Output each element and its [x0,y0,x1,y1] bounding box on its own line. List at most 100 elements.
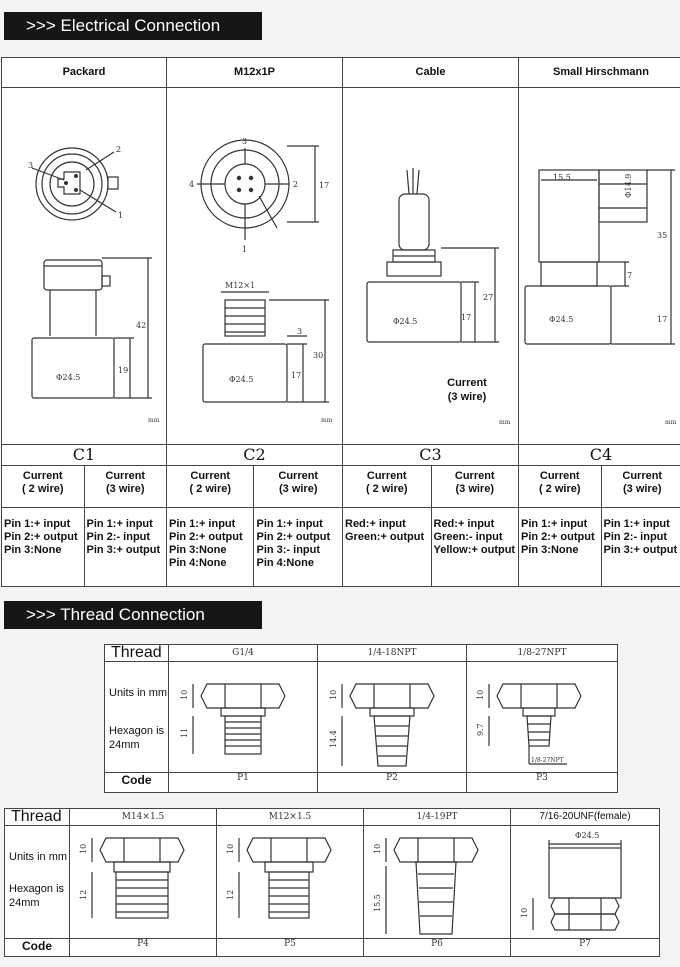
column-header-cable: Cable [342,57,519,88]
base-dimension: 17 [461,313,471,322]
c1-pins-2wire: Pin 1:+ input Pin 2:+ output Pin 3:None [1,507,85,587]
height-dimension: 35 [657,231,667,240]
units-hexagon-note: Units in mm Hexagon is 24mm [4,825,70,939]
fitting-drawing-p2: 10 14.4 [317,661,467,773]
diameter-dimension: Φ24.5 [56,373,80,382]
thread-label: Thread [4,808,70,826]
hex-height-dimension: 10 [476,690,485,700]
c3-current-3wire: Current (3 wire) [430,465,519,508]
hex-height-dimension: 10 [373,844,382,854]
thread-dimension: M12×1 [225,281,255,290]
hex-height-dimension: 10 [520,908,529,918]
fitting-drawing-p1: 10 11 [168,661,318,773]
code-p3: P3 [466,772,618,793]
height-dimension: 30 [313,351,323,360]
packard-connector-drawing: 3 2 1 42 19 Φ24.5 mm [1,87,167,445]
pin-2-label: 2 [293,180,298,189]
height-dimension: 42 [136,321,146,330]
pin-3-label: 3 [242,137,247,146]
column-header-small-hirschmann: Small Hirschmann [518,57,680,88]
thread-name-p2: 1/4-18NPT [317,644,467,662]
thread-length-dimension: 12 [79,890,88,900]
thread-name-p6: 1/4-19PT [363,808,511,826]
pin-4-label: 4 [189,180,194,189]
hex-height-dimension: 10 [79,844,88,854]
body-width-dimension: 15.5 [553,173,571,182]
base-dimension: 17 [657,315,667,324]
c2-current-2wire: Current ( 2 wire) [165,465,255,508]
unit-label: mm [148,417,160,424]
c2-current-3wire: Current (3 wire) [253,465,343,508]
column-header-m12x1p: M12x1P [166,57,343,88]
hex-height-dimension: 10 [329,690,338,700]
c1-current-3wire: Current (3 wire) [83,465,167,508]
diameter-dimension: Φ24.5 [393,317,417,326]
diameter-dimension: Φ24.5 [575,831,599,840]
units-label: Units in mm [109,687,168,699]
fitting-drawing-p5: 10 12 [216,825,364,939]
c2-pins-2wire: Pin 1:+ input Pin 2:+ output Pin 3:None … [165,507,255,587]
thread-name-p3: 1/8-27NPT [466,644,618,662]
thread-length-dimension: 14.4 [329,730,338,748]
neck-dimension: 7 [627,271,632,280]
thread-name-p4: M14×1.5 [69,808,217,826]
thread-name-p5: M12×1.5 [216,808,364,826]
hex-height-dimension: 10 [226,844,235,854]
thread-length-dimension: 9.7 [476,723,485,736]
plug-diameter-dimension: Φ14.9 [624,174,633,198]
pin-1-label: 1 [242,245,247,254]
hirschmann-connector-drawing: 15.5 Φ14.9 35 7 17 Φ24.5 mm [518,87,680,445]
fitting-drawing-p6: 10 15.5 [363,825,511,939]
electrical-connection-banner: >>> Electrical Connection [4,12,262,40]
pin-3-label: 3 [28,161,33,170]
code-p4: P4 [69,938,217,957]
gap-dimension: 3 [297,327,302,336]
thread-length-dimension: 15.5 [373,894,382,912]
m12x1p-connector-drawing: 3 4 2 1 17 M12×1 3 30 17 Φ24.5 mm [166,87,343,445]
diameter-dimension: Φ24.5 [229,375,253,384]
hex-height-dimension: 10 [180,690,189,700]
c3-current-2wire: Current ( 2 wire) [342,465,432,508]
units-label: Units in mm [9,851,68,863]
thread-table-2: Thread M14×1.5 M12×1.5 1/4-19PT 7/16-20U… [4,808,660,957]
base-dimension: 19 [118,366,128,375]
code-p1: P1 [168,772,318,793]
c3-pins-2wire: Red:+ input Green:+ output [342,507,432,587]
pin-1-label: 1 [118,211,123,220]
c1-current-2wire: Current ( 2 wire) [1,465,85,508]
thread-name-p7: 7/16-20UNF(female) [510,808,660,826]
pin-2-label: 2 [116,145,121,154]
diameter-dimension: Φ24.5 [549,315,573,324]
thread-name-p1: G1/4 [168,644,318,662]
hexagon-label: Hexagon is 24mm [9,883,65,909]
cable-connector-drawing: 27 17 Φ24.5 mm Current (3 wire) [342,87,519,445]
base-dimension: 17 [291,371,301,380]
c3-pins-3wire: Red:+ input Green:- input Yellow:+ outpu… [430,507,519,587]
code-label: Code [104,772,169,793]
code-p7: P7 [510,938,660,957]
fitting-drawing-p7: Φ24.5 10 [510,825,660,939]
face-dimension: 17 [319,181,329,190]
code-p6: P6 [363,938,511,957]
c4-pins-2wire: Pin 1:+ input Pin 2:+ output Pin 3:None [518,507,602,587]
hexagon-label: Hexagon is 24mm [109,725,165,751]
unit-label: mm [499,419,511,426]
code-c2: C2 [166,444,343,466]
code-c3: C3 [342,444,519,466]
code-c4: C4 [518,444,680,466]
column-header-packard: Packard [1,57,167,88]
c4-current-2wire: Current ( 2 wire) [518,465,602,508]
units-hexagon-note: Units in mm Hexagon is 24mm [104,661,169,773]
code-p5: P5 [216,938,364,957]
electrical-connection-table: Packard M12x1P Cable Small Hirschmann [1,57,680,587]
thread-label: Thread [104,644,169,662]
fitting-drawing-p3: 10 9.7 1/8-27NPT [466,661,618,773]
c4-current-3wire: Current (3 wire) [600,465,680,508]
c4-pins-3wire: Pin 1:+ input Pin 2:- input Pin 3:+ outp… [600,507,680,587]
thread-length-dimension: 12 [226,890,235,900]
c2-pins-3wire: Pin 1:+ input Pin 2:+ output Pin 3:- inp… [253,507,343,587]
unit-label: mm [321,417,333,424]
thread-table-1: Thread G1/4 1/4-18NPT 1/8-27NPT Units in… [104,644,618,793]
code-label: Code [4,938,70,957]
thread-note: 1/8-27NPT [531,757,564,764]
